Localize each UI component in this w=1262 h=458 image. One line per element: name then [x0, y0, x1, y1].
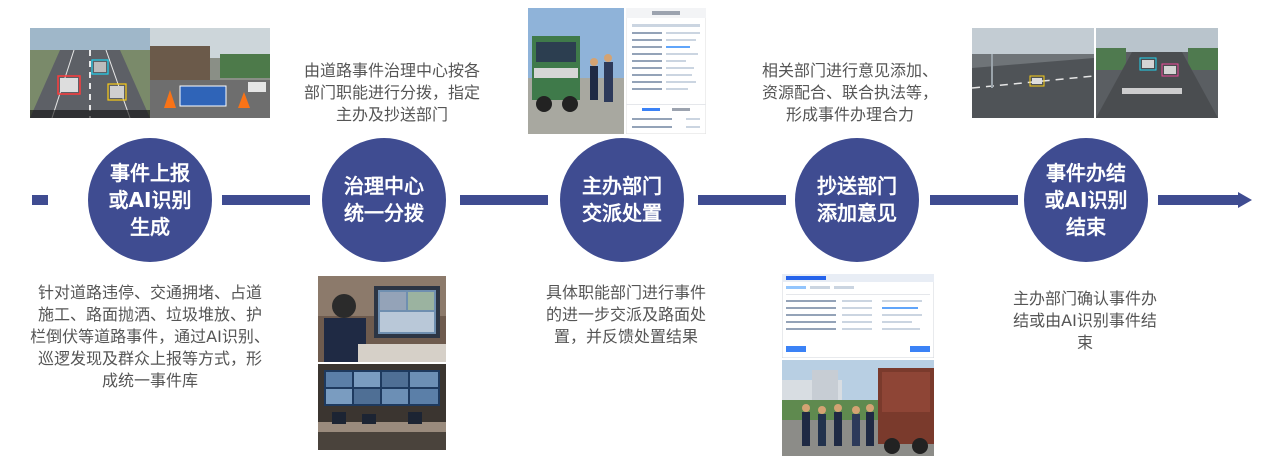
desc-line: 由道路事件治理中心按各	[303, 61, 480, 80]
desc-line: 主办及抄送部门	[335, 105, 448, 124]
timeline-segment-6	[1158, 195, 1240, 205]
desc-line: 巡逻发现及群众上报等方式，形	[37, 349, 262, 368]
step1-description: 针对道路违停、交通拥堵、占道 施工、路面抛洒、垃圾堆放、护 栏倒伏等道路事件，通…	[12, 282, 288, 392]
step-circle-report: 事件上报 或AI识别 生成	[88, 138, 212, 262]
photo-ai-traffic-recognition	[30, 28, 150, 118]
desc-line: 主办部门确认事件办	[1012, 289, 1157, 308]
photo-road-construction	[150, 28, 270, 118]
step-label-line: 或AI识别	[108, 187, 192, 212]
step-label-line: 生成	[130, 214, 170, 239]
timeline-segment-3	[460, 195, 548, 205]
step5-description: 主办部门确认事件办 结或由AI识别事件结 束	[992, 288, 1178, 354]
timeline-segment-2	[222, 195, 310, 205]
step-label-line: 或AI识别	[1044, 187, 1128, 212]
step-label-line: 治理中心	[344, 174, 424, 198]
step-label-line: 事件办结	[1046, 160, 1126, 185]
desc-line: 资源配合、联合执法等，	[761, 83, 938, 102]
desc-line: 结或由AI识别事件结	[1013, 311, 1157, 330]
step4-description: 相关部门进行意见添加、 资源配合、联合执法等， 形成事件办理合力	[740, 60, 960, 126]
step-label-line: 主办部门	[582, 174, 662, 198]
photo-ai-detection-road	[972, 28, 1218, 118]
desc-line: 置，并反馈处置结果	[553, 327, 698, 346]
flow-arrow-icon	[1238, 192, 1252, 208]
step-label-line: 结束	[1066, 214, 1106, 239]
photo-truck-inspection	[528, 8, 624, 134]
step-label-line: 抄送部门	[817, 174, 897, 198]
desc-line: 束	[1076, 333, 1093, 352]
desc-line: 部门职能进行分拨，指定	[303, 83, 480, 102]
step-circle-handle: 主办部门 交派处置	[560, 138, 684, 262]
desc-line: 的进一步交派及路面处	[545, 305, 706, 324]
step-circle-dispatch: 治理中心 统一分拨	[322, 138, 446, 262]
step-label-line: 事件上报	[110, 160, 190, 185]
timeline-segment-1	[32, 195, 48, 205]
step-label-line: 添加意见	[817, 201, 897, 225]
desc-line: 施工、路面抛洒、垃圾堆放、护	[37, 305, 262, 324]
step-circle-close: 事件办结 或AI识别 结束	[1024, 138, 1148, 262]
photo-system-interface	[782, 274, 934, 358]
desc-line: 相关部门进行意见添加、	[761, 61, 938, 80]
desc-line: 具体职能部门进行事件	[545, 283, 706, 302]
step2-description: 由道路事件治理中心按各 部门职能进行分拨，指定 主办及抄送部门	[282, 60, 502, 126]
timeline-segment-5	[930, 195, 1018, 205]
desc-line: 形成事件办理合力	[785, 105, 914, 124]
desc-line: 成统一事件库	[101, 371, 198, 390]
timeline-segment-4	[698, 195, 786, 205]
photo-joint-enforcement	[782, 360, 934, 456]
photo-command-center	[318, 364, 446, 450]
photo-dispatch-operator	[318, 276, 446, 362]
desc-line: 针对道路违停、交通拥堵、占道	[37, 283, 262, 302]
step-label-line: 交派处置	[582, 201, 662, 225]
photo-mobile-app-form	[626, 8, 706, 134]
step-circle-cc-opinion: 抄送部门 添加意见	[795, 138, 919, 262]
step-label-line: 统一分拨	[344, 201, 424, 225]
desc-line: 栏倒伏等道路事件，通过AI识别、	[30, 327, 270, 346]
step3-description: 具体职能部门进行事件 的进一步交派及路面处 置，并反馈处置结果	[528, 282, 724, 348]
